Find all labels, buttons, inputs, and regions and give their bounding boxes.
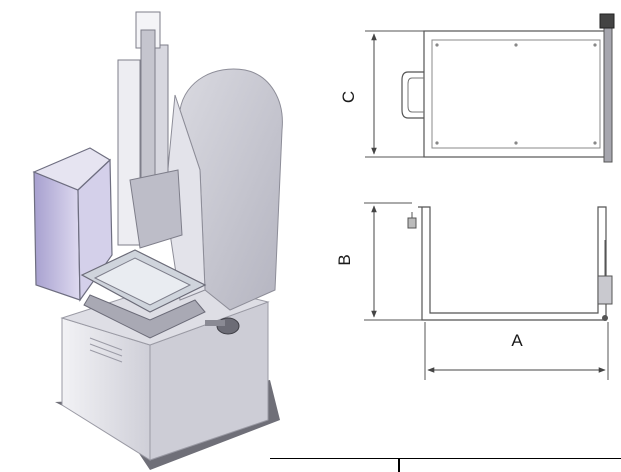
work-table-lower — [83, 294, 206, 339]
side-view-profile — [418, 206, 607, 321]
top-view-drawing — [365, 13, 615, 163]
spec-table-header-edge — [270, 458, 621, 472]
side-view-cylinder — [597, 275, 613, 305]
top-view-frame — [423, 30, 609, 158]
dimension-c-label: C — [339, 91, 358, 103]
dimension-a-label: A — [511, 331, 523, 350]
top-view-inner — [431, 39, 601, 149]
safety-guard-side — [33, 171, 81, 301]
side-view-knob — [407, 217, 417, 229]
work-table-tray — [93, 257, 192, 306]
handwheel-shaft — [205, 320, 225, 326]
side-view-drawing — [364, 202, 613, 380]
press-arch — [179, 68, 283, 311]
top-view-handle — [401, 71, 424, 119]
dimension-b-label: B — [335, 254, 354, 265]
ram-head — [129, 169, 183, 249]
top-view-rail-cap — [599, 13, 615, 29]
base-vents — [89, 337, 123, 363]
top-view-rail — [603, 27, 613, 163]
machine-illustration — [32, 11, 283, 470]
ram-rod — [140, 29, 156, 191]
spec-table-divider — [398, 459, 400, 472]
